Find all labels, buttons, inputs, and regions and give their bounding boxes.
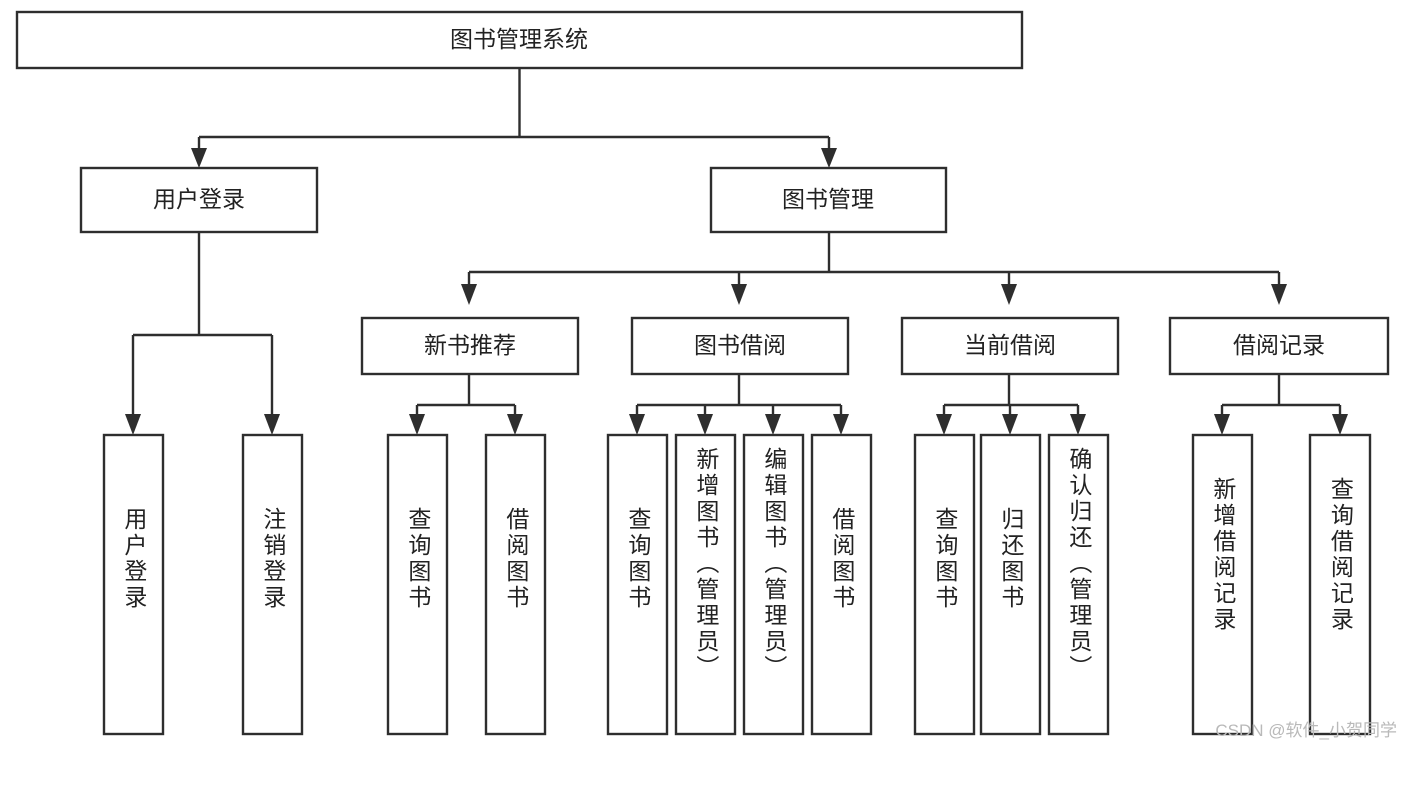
diagram-canvas: 图书管理系统 用户登录 图书管理 新书推荐 图书借阅 当前借阅 借阅记录 [15,10,1390,736]
arrow-head-leaf9 [936,414,952,435]
connector-group-newbook [409,374,523,435]
arrow-head-current [1001,284,1017,305]
arrow-head-leaf12 [1214,414,1230,435]
arrow-head-leaf1 [125,414,141,435]
watermark-label: CSDN @软件_小贺同学 [1215,721,1397,740]
node-label-root: 图书管理系统 [450,26,588,52]
hierarchy-diagram: 图书管理系统 用户登录 图书管理 新书推荐 图书借阅 当前借阅 借阅记录 用户登… [15,10,1397,740]
node-box-leaf12[interactable] [1191,433,1254,736]
node-box-borrow[interactable] [630,316,850,376]
node-label-bookmgmt: 图书管理 [782,186,874,212]
node-label-newbook: 新书推荐 [424,332,516,358]
arrow-head-leaf7 [765,414,781,435]
arrow-head-login [191,148,207,168]
arrow-head-leaf13 [1332,414,1348,435]
node-box-leaf6[interactable] [674,433,737,736]
node-label-records: 借阅记录 [1233,332,1325,358]
node-box-leaf8[interactable] [810,433,873,736]
node-box-root[interactable] [15,10,1024,70]
node-box-leaf3[interactable] [386,433,449,736]
node-box-login[interactable] [79,166,319,234]
node-label-login: 用户登录 [153,186,245,212]
node-box-leaf7[interactable] [742,433,805,736]
node-box-leaf4[interactable] [484,433,547,736]
arrow-head-leaf5 [629,414,645,435]
node-label-borrow: 图书借阅 [694,332,786,358]
node-box-current[interactable] [900,316,1120,376]
arrow-head-newbook [461,284,477,305]
node-box-leaf10[interactable] [979,433,1042,736]
arrow-head-leaf2 [264,414,280,435]
arrow-head-leaf8 [833,414,849,435]
node-box-newbook[interactable] [360,316,580,376]
arrow-head-leaf4 [507,414,523,435]
connector-group-bookmgmt [461,232,1287,305]
connector-group-login [125,232,280,435]
node-box-leaf5[interactable] [606,433,669,736]
connector-group-records [1214,374,1348,435]
arrow-head-leaf10 [1002,414,1018,435]
arrow-head-records [1271,284,1287,305]
node-box-leaf2[interactable] [241,433,304,736]
arrow-head-leaf6 [697,414,713,435]
node-box-leaf11[interactable] [1047,433,1110,736]
arrow-head-bookmgmt [821,148,837,168]
arrow-head-borrow [731,284,747,305]
node-box-records[interactable] [1168,316,1390,376]
connector-group-root [191,68,837,168]
node-label-current: 当前借阅 [964,332,1056,358]
node-box-leaf9[interactable] [913,433,976,736]
arrow-head-leaf3 [409,414,425,435]
node-box-leaf1[interactable] [102,433,165,736]
node-box-leaf13[interactable] [1308,433,1372,736]
connector-group-current [936,374,1086,435]
node-box-bookmgmt[interactable] [709,166,948,234]
arrow-head-leaf11 [1070,414,1086,435]
connector-group-borrow [629,374,849,435]
